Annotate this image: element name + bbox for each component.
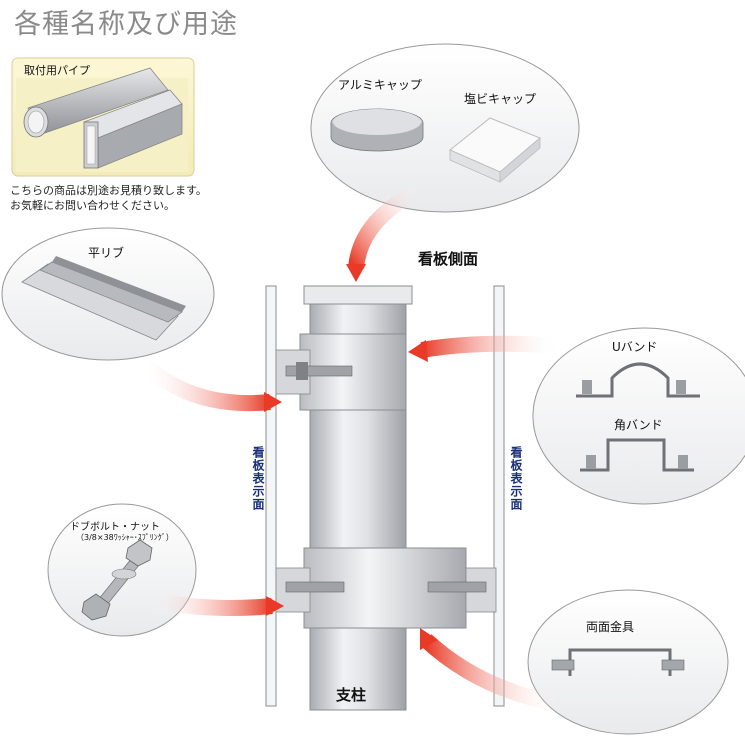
page-title: 各種名称及び用途: [14, 9, 238, 40]
double-bracket-bubble: [527, 589, 729, 735]
pipe-label: 取付用パイプ: [24, 64, 90, 77]
bolt-label: ドブボルト・ナット: [70, 522, 160, 533]
pvc-cap-label: 塩ビキャップ: [464, 92, 537, 106]
band-bubble: [532, 327, 745, 505]
flat-rib-bubble: [1, 227, 215, 361]
bolt-spec: （3/8×38ﾜｯｼｬｰ･ｽﾌﾟﾘﾝｸﾞ）: [76, 533, 174, 542]
cap-bubble: [310, 43, 580, 213]
square-band-label: 角バンド: [614, 418, 663, 432]
u-band-label: Uバンド: [612, 340, 658, 354]
pipe-note-line2: お気軽にお問い合わせください。: [10, 199, 175, 212]
callout-arrows: [134, 182, 562, 712]
pipe-note-line1: こちらの商品は別途お見積り致します。: [10, 184, 207, 197]
post-label: 支柱: [336, 686, 367, 704]
display-face-right-label: 看板表示面: [509, 446, 523, 511]
side-view-label: 看板側面: [418, 250, 479, 268]
sign-panels: [265, 285, 505, 707]
flat-rib-label: 平リブ: [88, 246, 125, 260]
double-bracket-label: 両面金具: [586, 620, 635, 634]
display-face-left-label: 看板表示面: [251, 446, 265, 511]
post-graphic: [275, 285, 497, 711]
pipe-box: [11, 57, 195, 177]
aluminum-cap-label: アルミキャップ: [338, 78, 422, 92]
